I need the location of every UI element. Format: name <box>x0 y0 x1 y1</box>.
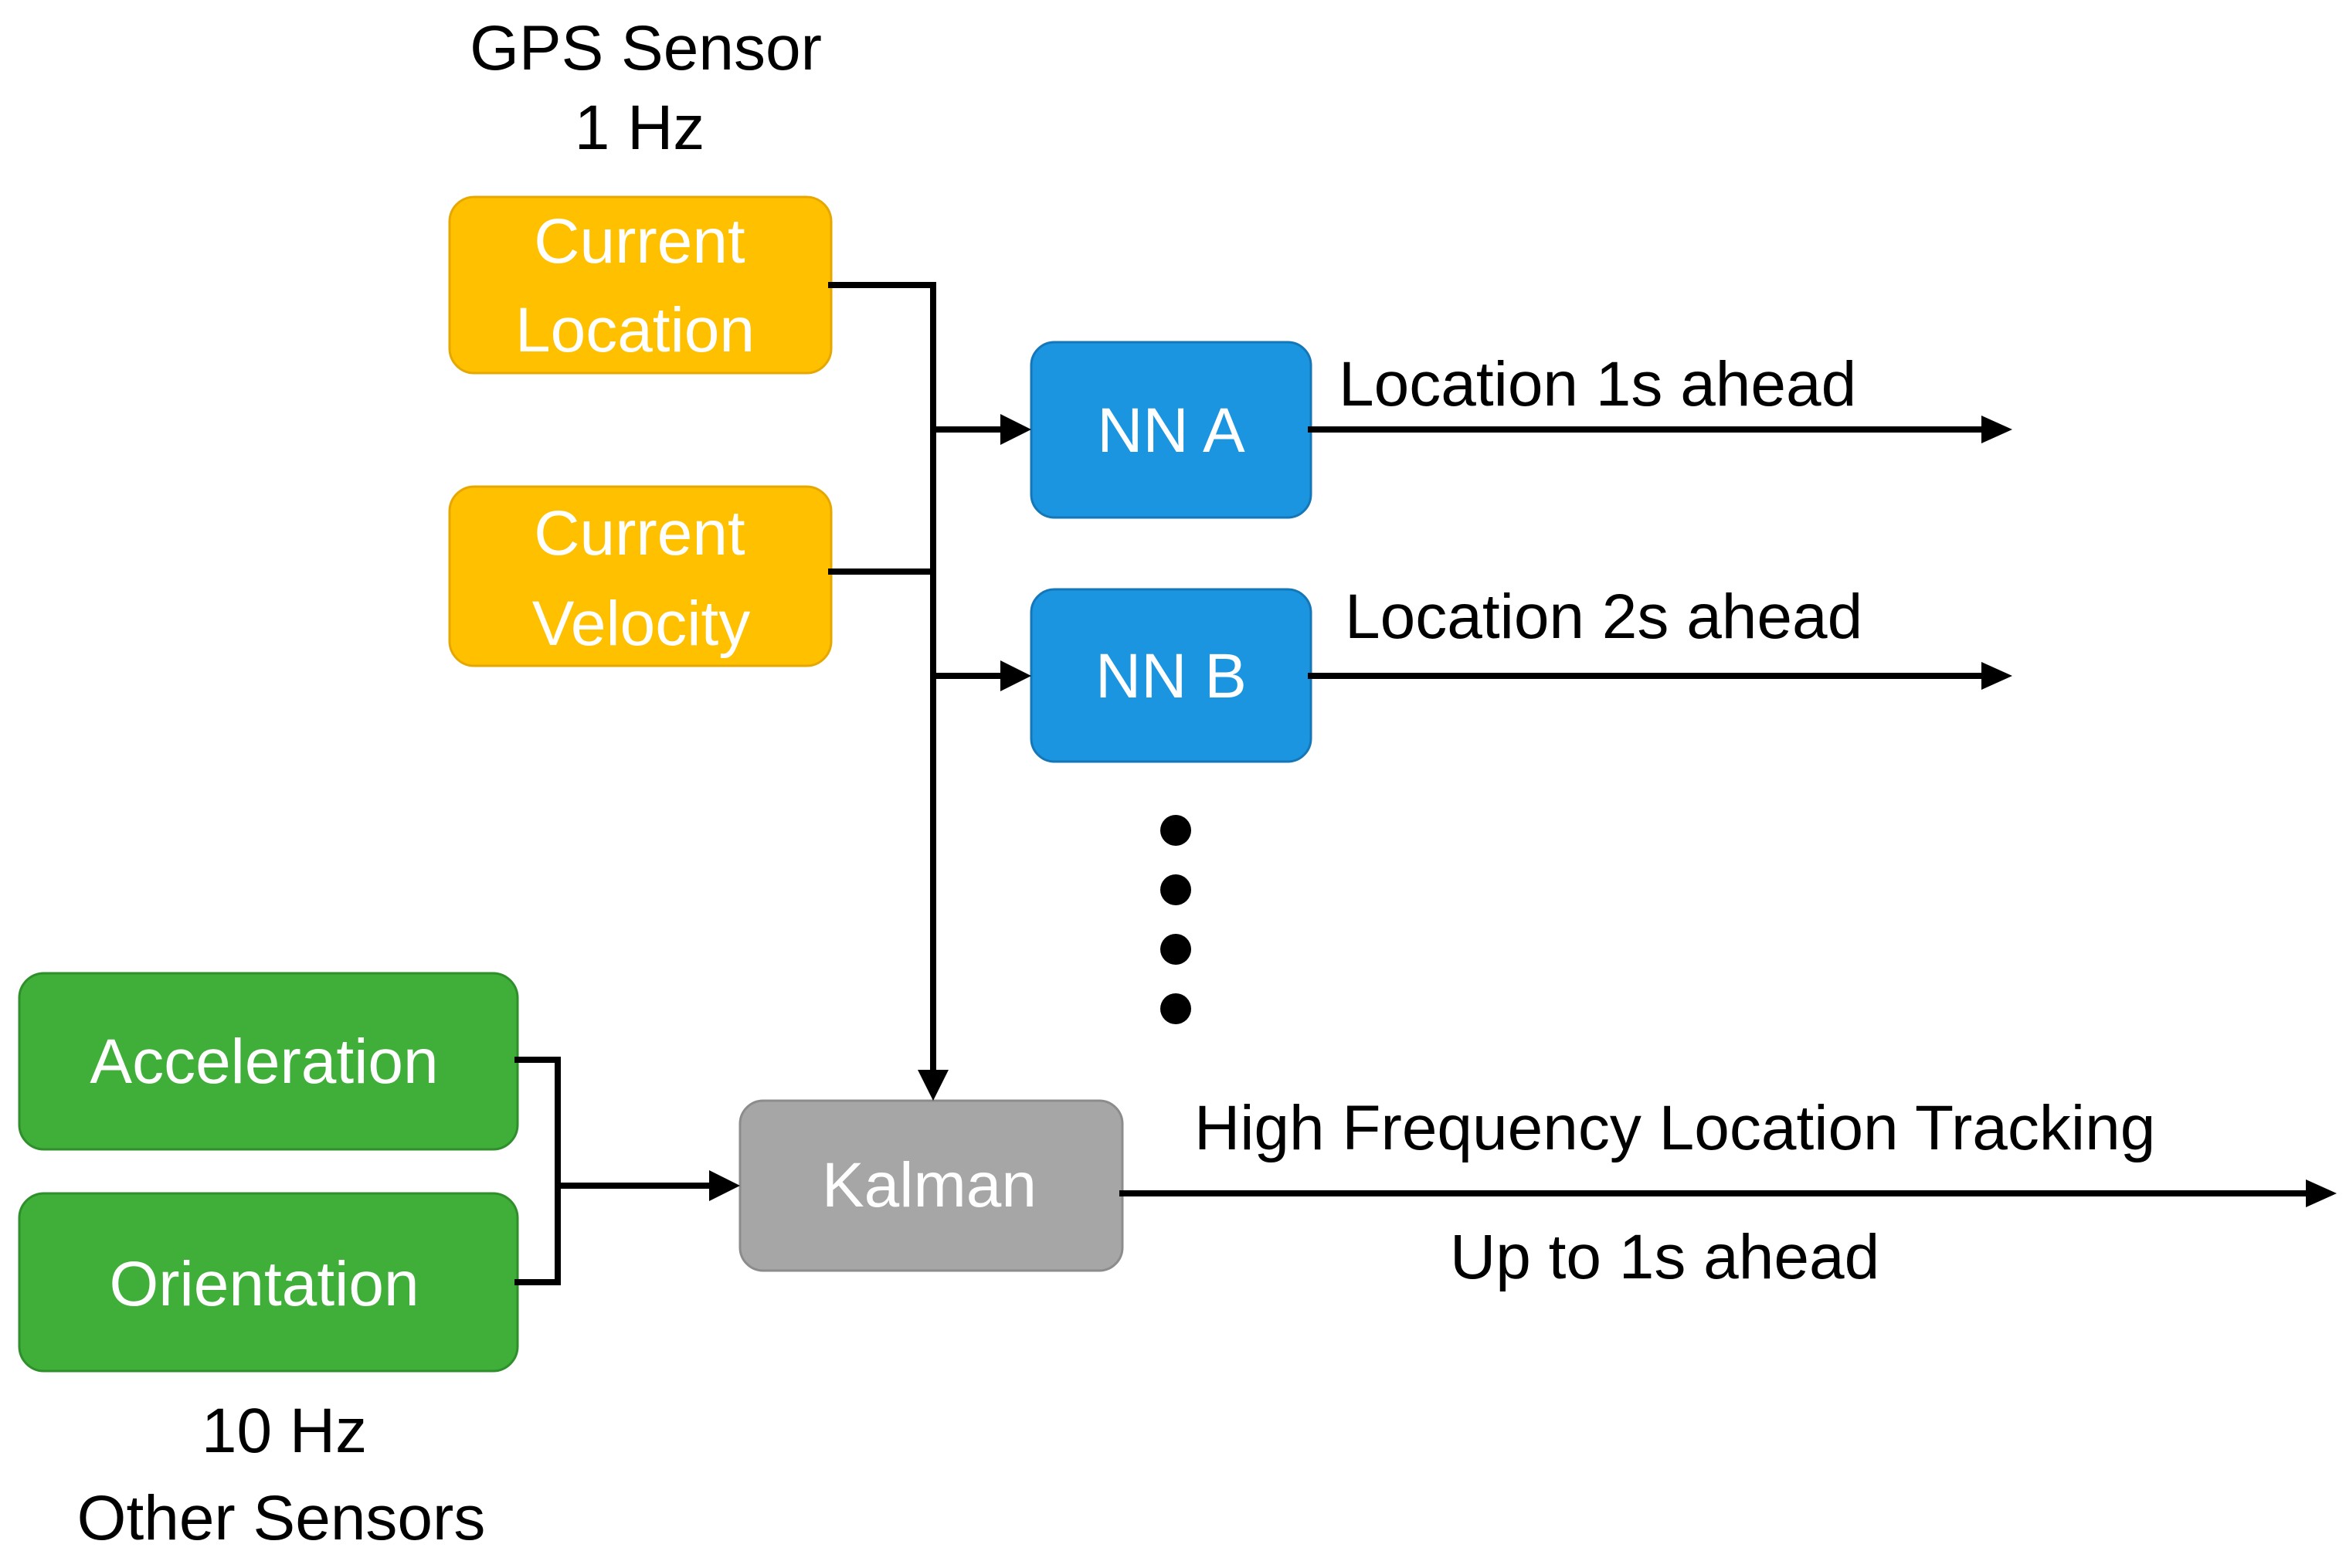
arrowhead-kalman-output <box>2306 1179 2337 1207</box>
acceleration-box: Acceleration <box>18 972 519 1151</box>
orientation-box: Orientation <box>18 1192 519 1373</box>
gps-sensor-title: GPS Sensor <box>470 13 822 83</box>
arrowhead-nn-a-output <box>1981 416 2012 443</box>
kalman-output-subtitle: Up to 1s ahead <box>1450 1222 1879 1292</box>
nn-a-label: NN A <box>1097 395 1245 466</box>
current-velocity-box: Current Velocity <box>448 485 833 667</box>
other-sensors-title: Other Sensors <box>77 1483 486 1553</box>
ellipsis-dot <box>1160 874 1191 905</box>
kalman-output-title: High Frequency Location Tracking <box>1194 1093 2155 1163</box>
arrowhead-nn-b-input <box>1000 660 1031 691</box>
nn-a-output-label: Location 1s ahead <box>1339 349 1856 419</box>
current-velocity-line2: Velocity <box>532 589 751 659</box>
current-velocity-line1: Current <box>534 498 745 568</box>
orientation-label: Orientation <box>109 1249 419 1319</box>
kalman-label: Kalman <box>822 1150 1037 1220</box>
ellipsis-dot <box>1160 993 1191 1024</box>
location-to-bus-line <box>828 282 936 1077</box>
ellipsis-dot <box>1160 934 1191 965</box>
ellipsis-dot <box>1160 815 1191 846</box>
arrowhead-kalman-left <box>709 1170 740 1201</box>
kalman-box: Kalman <box>738 1099 1124 1272</box>
nn-b-box: NN B <box>1030 588 1312 763</box>
sensors-merge-line <box>514 1057 714 1285</box>
other-sensors-rate: 10 Hz <box>202 1396 367 1466</box>
nn-a-box: NN A <box>1030 341 1312 519</box>
arrowhead-kalman-top <box>918 1070 949 1101</box>
gps-sensor-rate: 1 Hz <box>575 93 705 163</box>
continuation-ellipsis <box>1160 815 1191 1024</box>
current-location-line2: Location <box>515 295 755 365</box>
arrowhead-nn-b-output <box>1981 662 2012 690</box>
current-location-line1: Current <box>534 206 745 277</box>
nn-b-label: NN B <box>1095 641 1247 711</box>
arrowhead-nn-a-input <box>1000 414 1031 445</box>
acceleration-label: Acceleration <box>90 1027 438 1097</box>
current-location-box: Current Location <box>448 195 833 375</box>
nn-b-output-label: Location 2s ahead <box>1345 582 1862 652</box>
